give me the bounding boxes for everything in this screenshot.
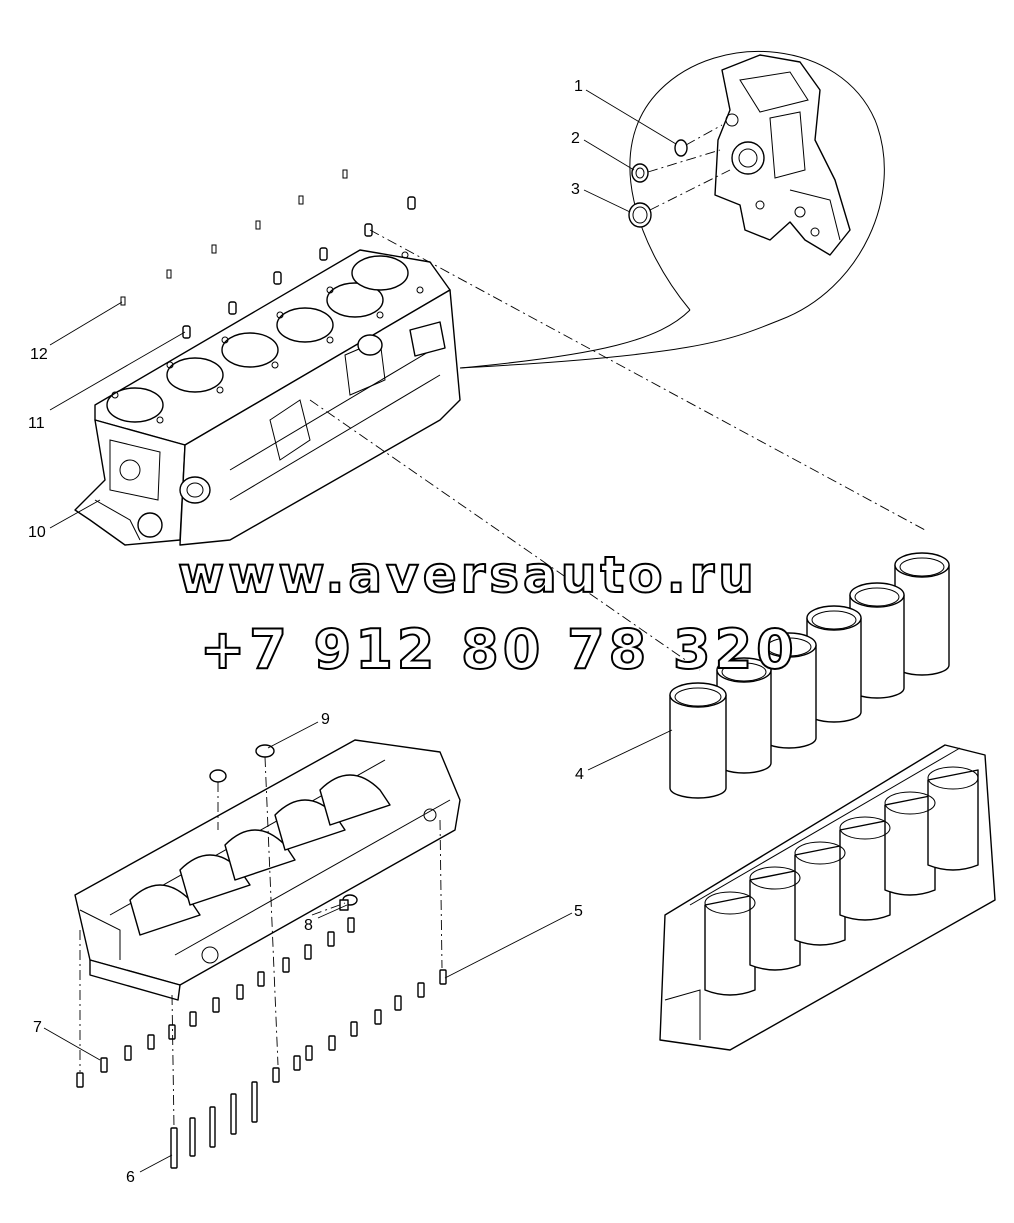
- callout-11: 11: [28, 415, 45, 432]
- o-ring-part-9a: [209, 769, 227, 783]
- callout-1: 1: [574, 78, 583, 95]
- cylinder-liners-part-4: [669, 552, 950, 799]
- callout-5: 5: [574, 903, 583, 920]
- detail-view: [459, 50, 885, 369]
- assembly-center-lines: [79, 229, 926, 1129]
- bolts-part-5: [272, 969, 447, 1083]
- watermark-url: www.aversauto.ru: [178, 546, 758, 604]
- watermark: www.aversauto.ru +7 912 80 78 320: [177, 545, 798, 682]
- cylinder-block-part-10: [74, 249, 461, 546]
- callout-3: 3: [571, 181, 580, 198]
- callout-7: 7: [33, 1019, 42, 1036]
- long-bolts-part-6: [170, 1081, 258, 1169]
- callout-6: 6: [126, 1169, 135, 1186]
- seal-ring-part-3: [628, 202, 652, 228]
- detail-block-end-casting: [714, 54, 851, 256]
- o-ring-part-9b: [255, 744, 275, 758]
- callout-10: 10: [28, 524, 46, 541]
- leader-lines: [43, 89, 677, 1173]
- o-ring-part-1: [674, 139, 688, 157]
- block-with-liners-section: [659, 744, 996, 1051]
- callout-labels: 1 2 3 4 5 6 7 8 9 10 11 12: [28, 78, 584, 1186]
- callout-2: 2: [571, 130, 580, 147]
- callout-8: 8: [304, 917, 313, 934]
- dowel-sleeves-part-11: [182, 196, 416, 339]
- bolts-part-7: [76, 917, 355, 1088]
- fitting-part-8: [339, 894, 358, 911]
- watermark-phone: +7 912 80 78 320: [200, 618, 798, 681]
- dowel-pins-part-12: [120, 169, 348, 306]
- callout-9: 9: [321, 711, 330, 728]
- plug-part-2: [631, 163, 649, 183]
- callout-4: 4: [575, 766, 584, 783]
- bedplate-lower-block: [74, 739, 461, 1001]
- callout-12: 12: [30, 346, 48, 363]
